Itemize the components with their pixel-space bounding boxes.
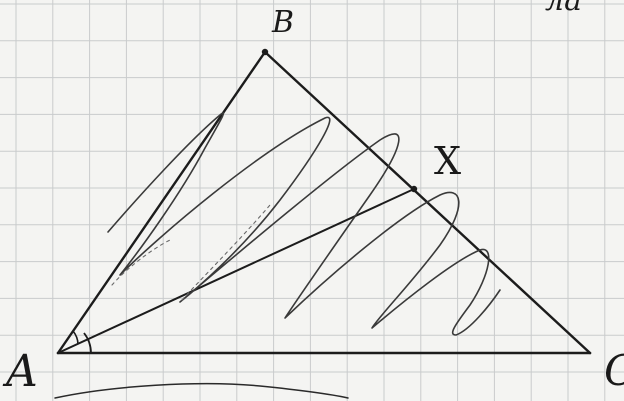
point-x-dot	[410, 185, 418, 193]
point-b-dot	[261, 48, 269, 56]
vertex-label-c: C	[604, 350, 624, 392]
pencil-scribble	[107, 112, 501, 336]
angle-arc-outer	[83, 332, 92, 354]
segment-ax	[57, 188, 415, 354]
point-label-x: X	[434, 139, 462, 183]
pencil-scribble-inner	[111, 204, 271, 301]
angle-arc-inner	[72, 330, 79, 345]
wavy-underline	[54, 382, 349, 399]
vertex-label-b: B	[272, 5, 295, 40]
corner-handwriting: ла	[545, 0, 582, 18]
side-ab	[56, 50, 267, 355]
vertex-label-a: A	[6, 346, 38, 397]
